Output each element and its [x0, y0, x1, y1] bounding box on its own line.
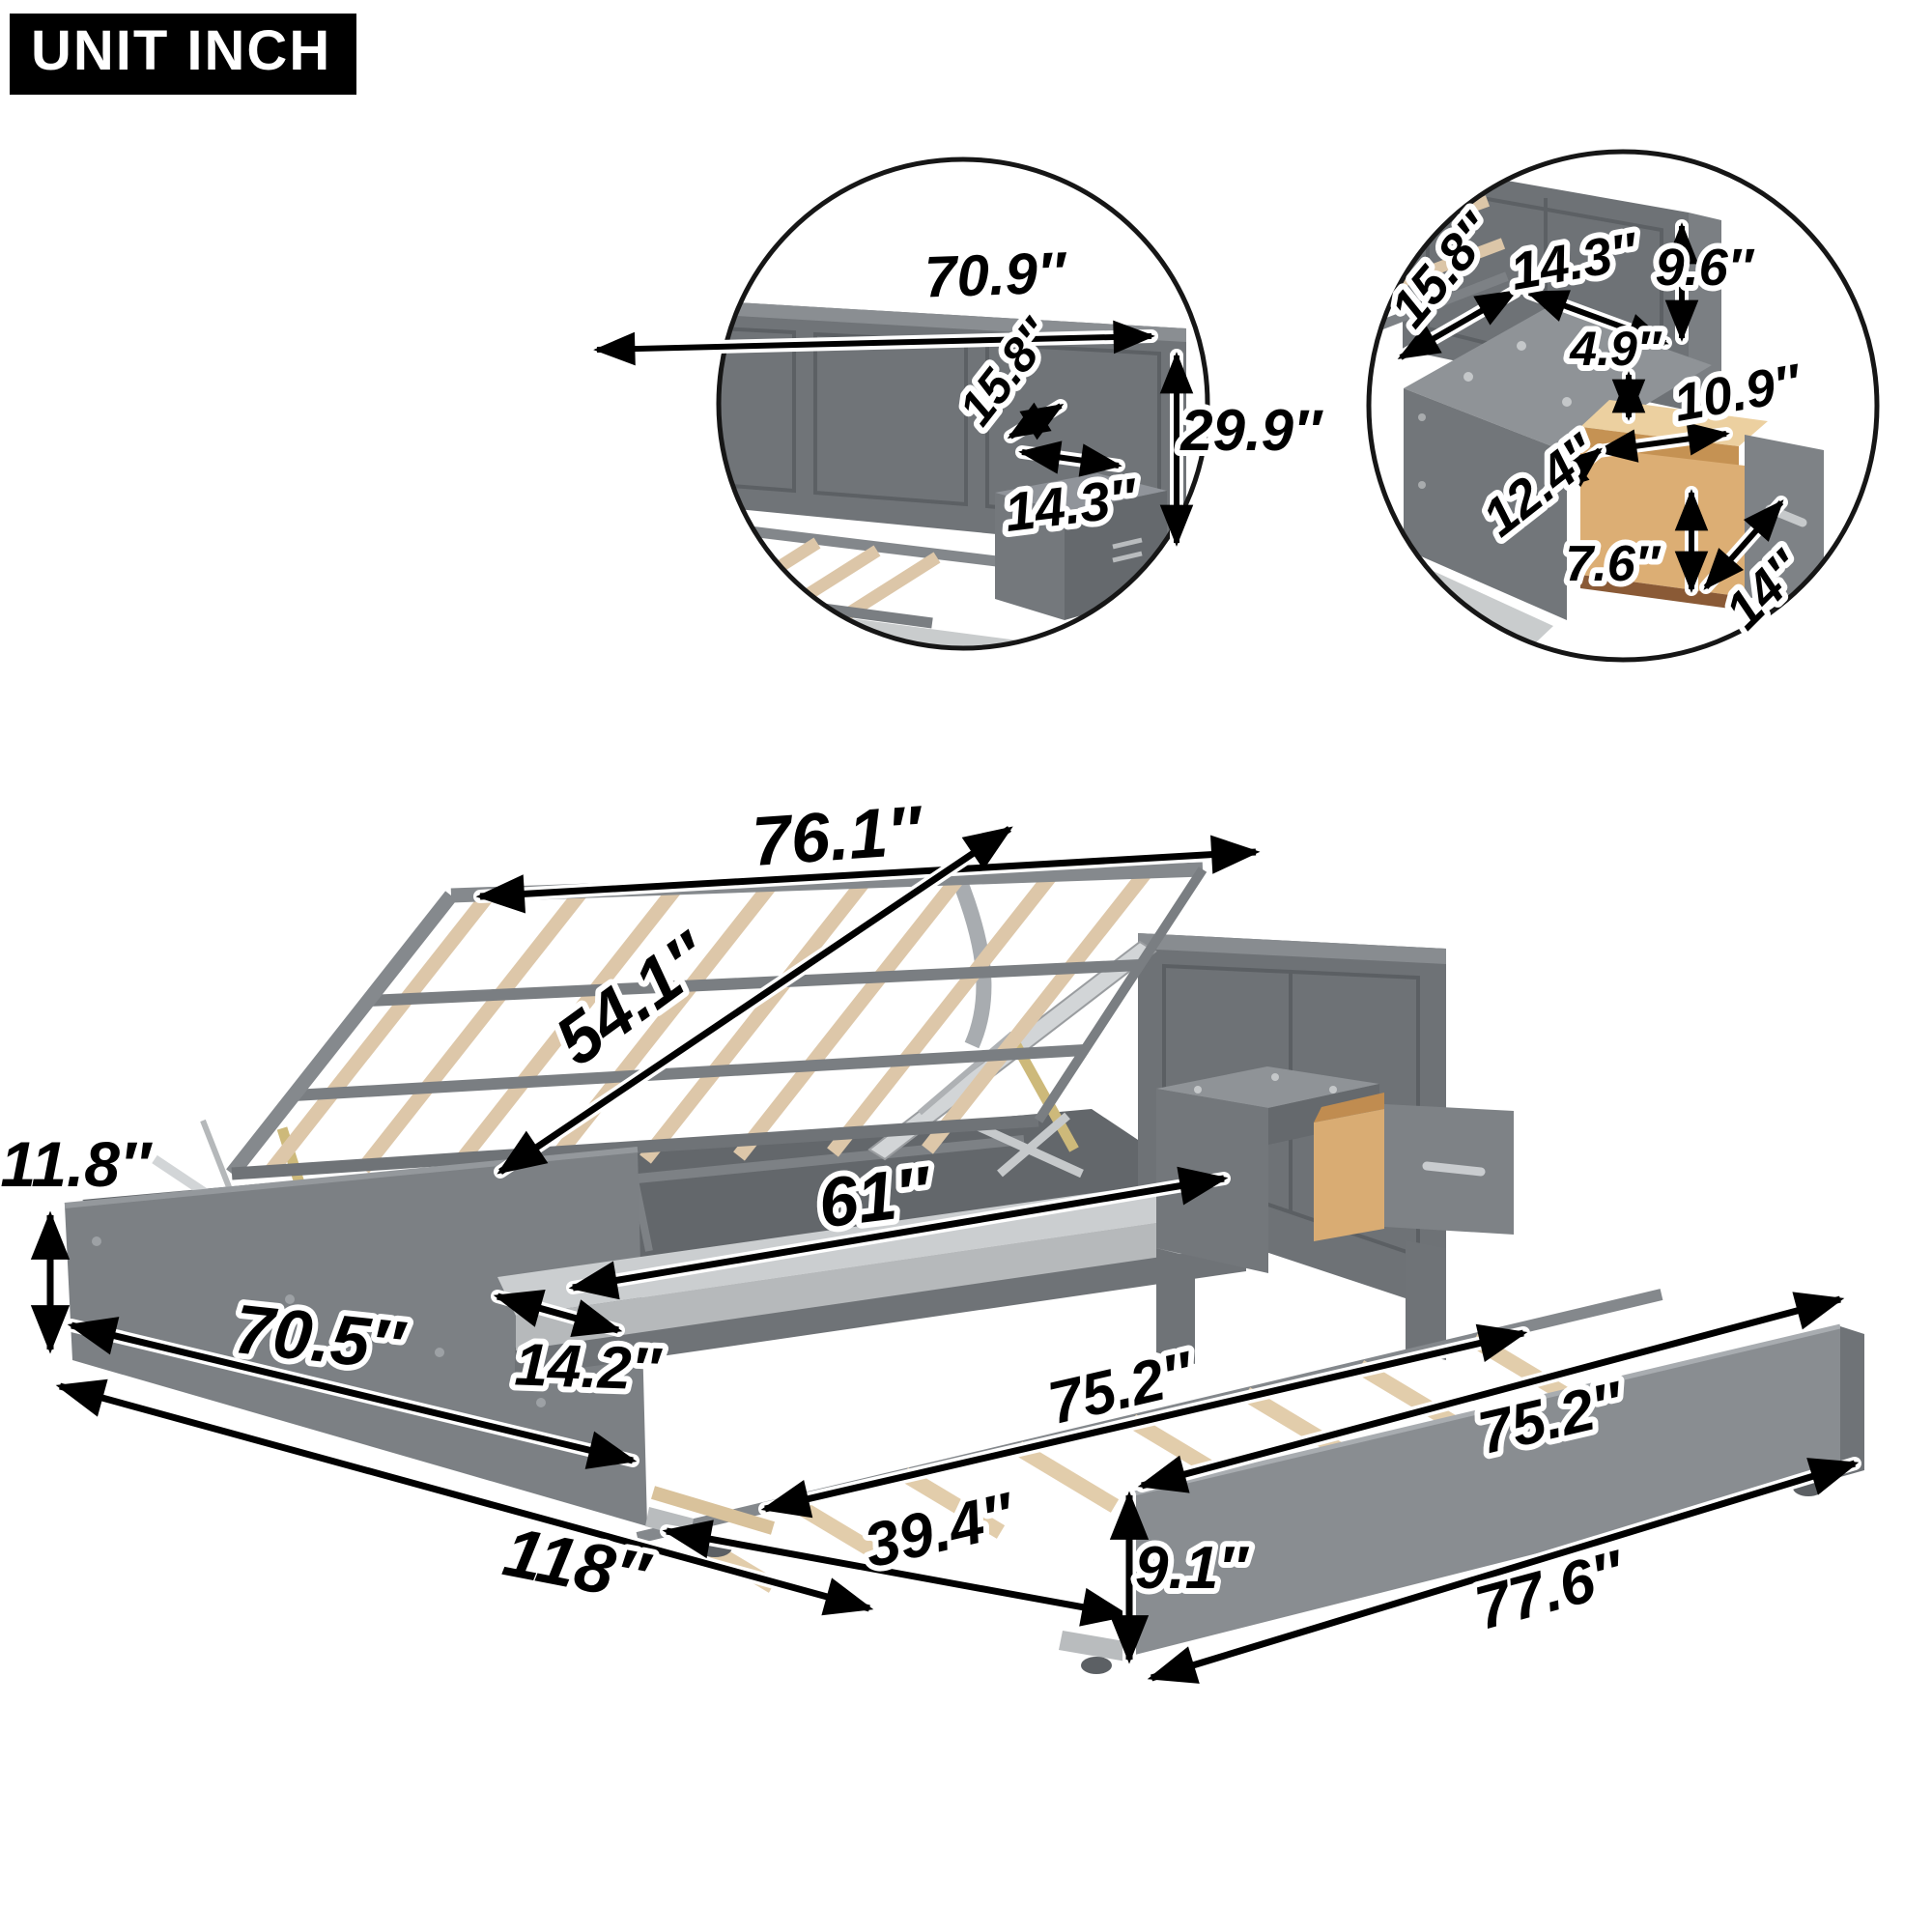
dim-bench-length-arrow: [568, 1166, 1229, 1300]
dim-bench-depth-arrow: [493, 1289, 623, 1338]
trundle: [636, 1289, 1864, 1674]
dim-headboard-width-label: 70.9″: [923, 240, 1068, 309]
trundle-caster-front: [1081, 1657, 1112, 1674]
dim-ns-top-depth-arrow: [1397, 289, 1519, 360]
inset-nightstand-detail: 15.8″ 14.3″ 9.6″ 4.9″ 10.9″ 12.4″ 7.6″ 1…: [1366, 149, 1880, 663]
inset-headboard-detail: 70.9″ 15.8″ 14.3″ 29.9″: [590, 156, 1329, 651]
dim-drawer-front-width-arrow: [1703, 499, 1784, 590]
dim-headboard-width-arrow: [593, 320, 1155, 366]
dim-headboard-shelf-depth-arrow: [1007, 402, 1065, 440]
dim-bench-length-label: 61″: [814, 1152, 937, 1243]
nightstand-top: [1156, 1066, 1379, 1108]
dim-ns-top-width-arrow: [1525, 290, 1669, 346]
inset-circle-right: [1366, 149, 1880, 663]
dim-drawer-inner-depth-arrow: [1547, 447, 1603, 494]
dim-ns-gap-height-label: 4.9″: [1569, 322, 1662, 376]
dim-bench-depth-label: 14.2″: [514, 1331, 664, 1403]
dim-slat-frame-width-arrow: [497, 826, 1013, 1175]
inset-bench-cushion: [719, 594, 1026, 648]
dim-headboard-shelf-width-arrow: [1018, 440, 1122, 477]
unit-badge: UNIT INCH: [10, 14, 357, 95]
dim-headboard-height-label: 29.9″: [1179, 398, 1323, 463]
drawer-wood-side: [1314, 1109, 1384, 1241]
dim-slat-frame-length-label: 76.1″: [750, 792, 926, 881]
trundle-panel-end: [1840, 1326, 1864, 1477]
dim-base-height-label: 11.8″: [0, 1128, 153, 1200]
inset-circle-left: [716, 156, 1210, 651]
dim-ns-back-height-label: 9.6″: [1656, 239, 1755, 297]
dim-trundle-overall-length-arrow: [1147, 1458, 1860, 1684]
main-bed-illustration: 76.1″ 54.1″ 11.8″ 70.5″ 14.2″ 61″ 118″ 7…: [0, 786, 1864, 1685]
dim-trundle-width-arrow: [662, 1520, 1131, 1627]
dim-trundle-height-label: 9.1″: [1135, 1535, 1249, 1602]
drawer-handle: [1422, 1161, 1486, 1177]
nightstand-drawer-open: [1314, 1093, 1514, 1241]
dim-drawer-inner-width-arrow: [1595, 422, 1730, 463]
nightstand: [1156, 1066, 1514, 1364]
dim-trundle-width-label: 39.4″: [858, 1479, 1022, 1581]
dim-trundle-panel-length-arrow: [1137, 1292, 1845, 1493]
dim-overall-length-label: 118″: [497, 1513, 657, 1617]
dim-drawer-inner-height-label: 7.6″: [1565, 536, 1661, 592]
